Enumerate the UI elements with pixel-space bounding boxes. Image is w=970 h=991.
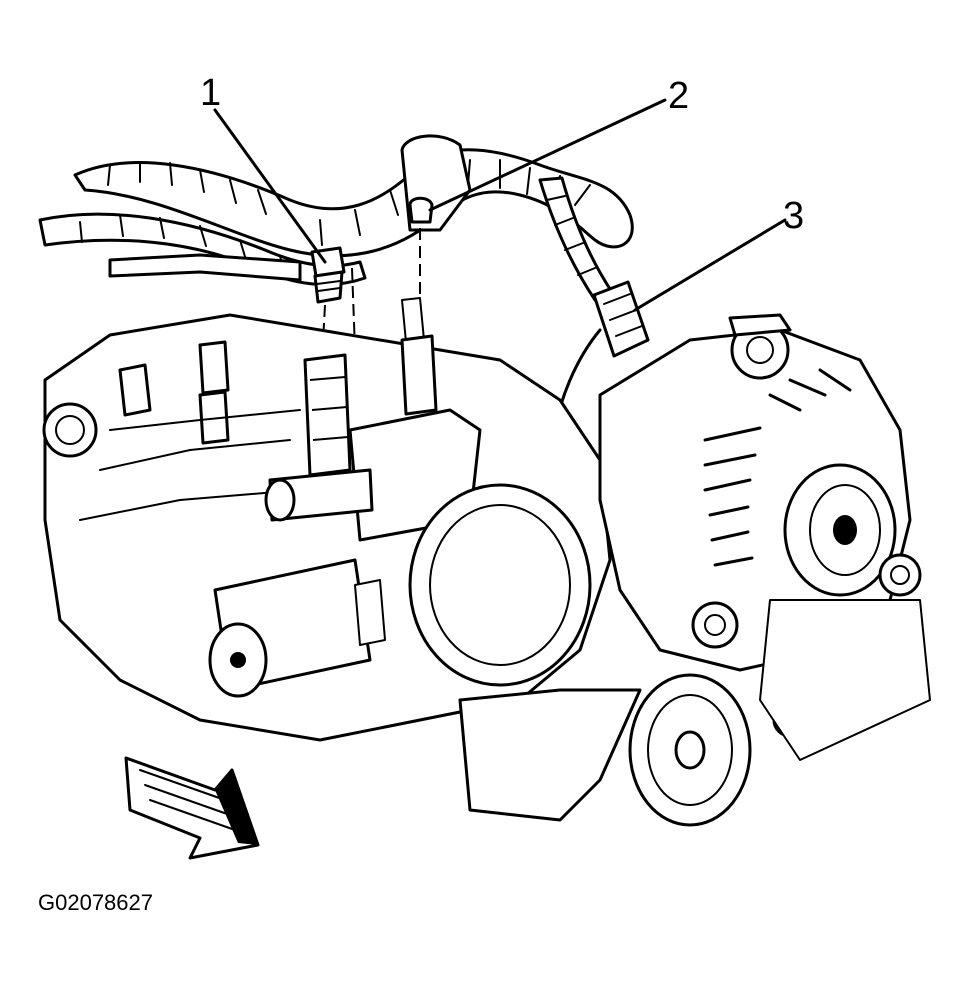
figure-code: G02078627 [38,890,153,915]
callout-leaders [213,98,787,312]
throttle-body [208,408,592,698]
front-direction-arrow [124,756,260,860]
callout-2-label: 2 [668,75,689,117]
alternator [598,313,922,672]
callout-3-label: 3 [783,195,804,237]
callout-1-label: 1 [200,72,221,114]
pulley [458,599,931,827]
fitting-component-2 [401,196,434,343]
